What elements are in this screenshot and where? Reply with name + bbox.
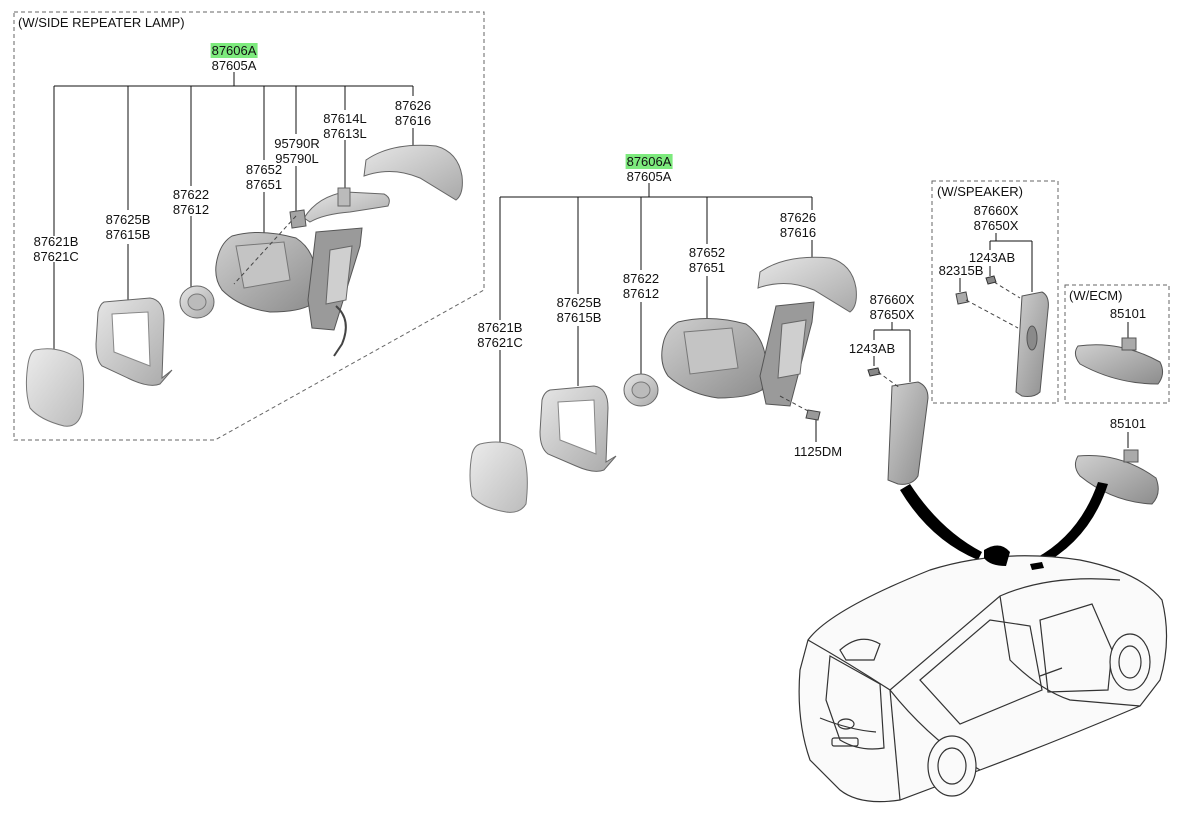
- left-cap-part-2[interactable]: 87616: [394, 113, 432, 128]
- left-actuator-part-1[interactable]: 87622: [172, 187, 210, 202]
- speaker-group-box: [931, 180, 1059, 404]
- left-lamp-part-1[interactable]: 95790R: [274, 136, 320, 151]
- right-glass-part-1[interactable]: 87621B: [477, 320, 523, 335]
- vehicle-mirror-location: [984, 545, 1044, 570]
- left-cap-part-1[interactable]: 87626: [394, 98, 432, 113]
- right-glass-part-2[interactable]: 87621C: [477, 335, 523, 350]
- left-actuator-label[interactable]: 87622 87612: [173, 187, 209, 217]
- pillar-trim: [887, 381, 929, 485]
- left-lamp-part-2[interactable]: 95790L: [275, 151, 319, 166]
- right-mirror-glass: [469, 441, 528, 513]
- right-bolt-part[interactable]: 1125DM: [793, 444, 843, 459]
- right-cap-part-1[interactable]: 87626: [779, 210, 817, 225]
- left-frame-part-2[interactable]: 87615B: [105, 227, 151, 242]
- group-title-side-repeater: (W/SIDE REPEATER LAMP): [18, 15, 185, 30]
- left-housing-part-1[interactable]: 87652: [245, 162, 283, 177]
- ecm-group-box: [1064, 284, 1170, 404]
- left-cap-label[interactable]: 87626 87616: [395, 98, 431, 128]
- right-housing-part-2[interactable]: 87651: [688, 260, 726, 275]
- left-repeater-part-1[interactable]: 87614L: [323, 111, 367, 126]
- speaker-screw: [985, 275, 997, 285]
- speaker-unit-part[interactable]: 82315B: [938, 263, 984, 278]
- left-glass-part-2[interactable]: 87621C: [33, 249, 79, 264]
- left-housing-part-2[interactable]: 87651: [245, 177, 283, 192]
- left-lamp-socket: [289, 209, 307, 229]
- left-frame-label[interactable]: 87625B 87615B: [106, 212, 151, 242]
- speaker-trim-label[interactable]: 87660X 87650X: [974, 203, 1019, 233]
- side-repeater-group-box: [13, 11, 485, 441]
- right-cap-part-2[interactable]: 87616: [779, 225, 817, 240]
- left-top-part-secondary[interactable]: 87605A: [211, 58, 257, 73]
- ecm-mirror-label[interactable]: 85101: [1110, 306, 1146, 321]
- speaker-screw-part[interactable]: 1243AB: [968, 250, 1016, 265]
- left-repeater-lamp: [303, 191, 390, 223]
- right-frame-label[interactable]: 87625B 87615B: [557, 295, 602, 325]
- left-glass-part-1[interactable]: 87621B: [33, 234, 79, 249]
- left-repeater-part-2[interactable]: 87613L: [323, 126, 367, 141]
- right-frame-part-1[interactable]: 87625B: [556, 295, 602, 310]
- right-actuator-part-2[interactable]: 87612: [622, 286, 660, 301]
- right-mirror-parts: [469, 256, 857, 513]
- pillar-screw-part[interactable]: 1243AB: [848, 341, 896, 356]
- right-cap-label[interactable]: 87626 87616: [780, 210, 816, 240]
- right-top-part-primary[interactable]: 87606A: [625, 154, 673, 169]
- left-repeater-label[interactable]: 87614L 87613L: [323, 111, 366, 141]
- inside-mirrors: [1074, 337, 1164, 505]
- speaker-unit: [955, 291, 969, 305]
- ecm-mirror-part[interactable]: 85101: [1109, 306, 1147, 321]
- pillar-trim-part-1[interactable]: 87660X: [869, 292, 915, 307]
- speaker-group-parts: [955, 275, 1049, 397]
- left-actuator-part-2[interactable]: 87612: [172, 202, 210, 217]
- std-inside-mirror: [1074, 455, 1159, 505]
- speaker-screw-label[interactable]: 1243AB: [969, 250, 1015, 265]
- callout-sweep-inside: [1036, 482, 1108, 566]
- right-actuator-part-1[interactable]: 87622: [622, 271, 660, 286]
- speaker-unit-label[interactable]: 82315B: [939, 263, 984, 278]
- pillar-screw-label[interactable]: 1243AB: [849, 341, 895, 356]
- right-housing-part-1[interactable]: 87652: [688, 245, 726, 260]
- vehicle-illustration: [798, 555, 1168, 803]
- left-leader-lines: [53, 72, 414, 352]
- left-housing-label[interactable]: 87652 87651: [246, 162, 282, 192]
- left-frame-part-1[interactable]: 87625B: [105, 212, 151, 227]
- left-glass-label[interactable]: 87621B 87621C: [33, 234, 79, 264]
- pillar-trim-part-2[interactable]: 87650X: [869, 307, 915, 322]
- right-housing-label[interactable]: 87652 87651: [689, 245, 725, 275]
- speaker-trim-part-2[interactable]: 87650X: [973, 218, 1019, 233]
- right-bolt-label[interactable]: 1125DM: [794, 444, 842, 459]
- callout-sweep-mirror: [900, 484, 982, 560]
- left-mirror-parts: [25, 144, 463, 427]
- right-top-part-label[interactable]: 87606A 87605A: [625, 154, 673, 184]
- std-mirror-part[interactable]: 85101: [1109, 416, 1147, 431]
- right-leader-lines: [499, 183, 911, 444]
- left-lamp-label[interactable]: 95790R 95790L: [274, 136, 320, 166]
- left-mirror-cap: [363, 144, 463, 201]
- left-top-part-label[interactable]: 87606A 87605A: [210, 43, 258, 73]
- speaker-group-lines: [959, 233, 1033, 292]
- speaker-trim-part-1[interactable]: 87660X: [973, 203, 1019, 218]
- right-top-part-secondary[interactable]: 87605A: [626, 169, 672, 184]
- pillar-trim-parts: [867, 367, 929, 485]
- std-mirror-label[interactable]: 85101: [1110, 416, 1146, 431]
- group-title-ecm: (W/ECM): [1069, 288, 1123, 303]
- left-mirror-glass: [25, 348, 85, 427]
- ecm-inside-mirror: [1074, 344, 1164, 385]
- left-top-part-primary[interactable]: 87606A: [210, 43, 258, 58]
- pillar-trim-label[interactable]: 87660X 87650X: [870, 292, 915, 322]
- right-frame-part-2[interactable]: 87615B: [556, 310, 602, 325]
- group-title-speaker: (W/SPEAKER): [937, 184, 1023, 199]
- right-mirror-cap: [757, 256, 857, 313]
- right-bolt: [805, 409, 821, 421]
- right-actuator-label[interactable]: 87622 87612: [623, 271, 659, 301]
- right-glass-label[interactable]: 87621B 87621C: [477, 320, 523, 350]
